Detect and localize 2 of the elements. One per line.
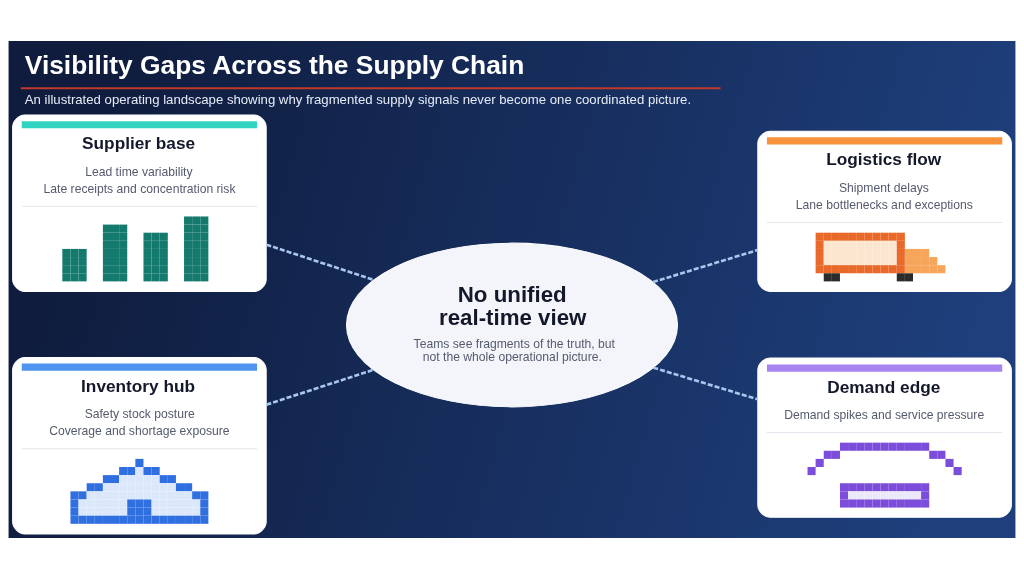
- caption: An illustrated operating landscape showing why fragmented supply signals never become one coordinated picture.: [24, 91, 692, 107]
- diagram-title: Visibility Gaps Across the Supply Chain: [24, 49, 525, 80]
